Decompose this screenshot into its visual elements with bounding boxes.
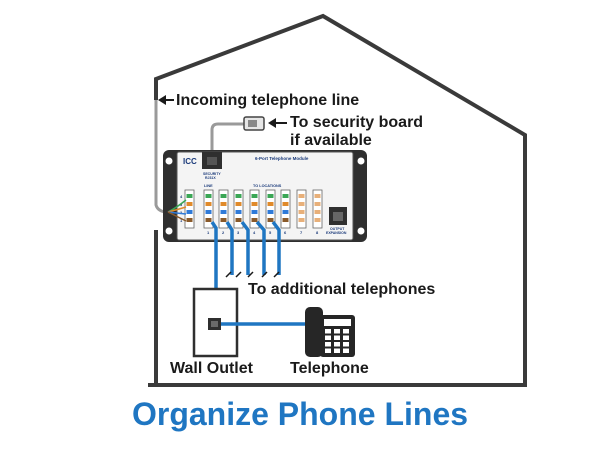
cable-break-marks <box>225 271 280 278</box>
security-jack-label: RJ31X <box>205 176 216 180</box>
cable-to-additional <box>255 220 266 275</box>
keypad-key <box>325 329 331 334</box>
port-terminal-block <box>280 189 291 229</box>
line-number: 4 <box>180 194 183 199</box>
telephone-icon <box>305 307 355 357</box>
mount-hole <box>357 227 365 235</box>
port-terminal-block <box>312 189 323 229</box>
cable-to-additional <box>225 221 234 275</box>
security-board-label-line1: To security board <box>290 114 424 131</box>
output-label: EXPANSION <box>326 231 347 235</box>
port-number: 1 <box>207 230 210 235</box>
arrow-left-icon <box>268 118 287 128</box>
port-number: 3 <box>237 230 240 235</box>
telephone-label: Telephone <box>290 360 369 377</box>
keypad-key <box>325 348 331 353</box>
line-number: 2 <box>180 210 183 215</box>
rj45-plug-icon <box>243 116 265 131</box>
cable-to-additional <box>271 220 281 275</box>
security-jack-label: SECURITY <box>203 172 221 176</box>
cable-to-outlet <box>210 221 218 289</box>
incoming-colored-wires <box>167 199 187 222</box>
port-terminal-block <box>203 189 214 229</box>
wall-jack-icon <box>208 318 221 330</box>
blue-cables <box>210 220 281 289</box>
module-brand: ICC <box>183 157 197 166</box>
port-terminal-block <box>218 189 229 229</box>
keypad-key <box>343 335 349 340</box>
keypad-key <box>325 342 331 347</box>
port-number: 6 <box>284 230 287 235</box>
port-terminal-block <box>233 189 244 229</box>
line-terminal-block <box>184 189 195 229</box>
mount-hole <box>165 227 173 235</box>
port-number: 4 <box>253 230 256 235</box>
line-number-labels: 4 3 2 1 <box>180 194 183 223</box>
additional-phones-label: To additional telephones <box>248 281 436 298</box>
terminal-blocks <box>184 189 323 229</box>
keypad-key <box>334 348 340 353</box>
keypad-key <box>334 335 340 340</box>
port-number: 7 <box>300 230 303 235</box>
security-board-wire <box>210 122 244 152</box>
arrow-left-icon <box>158 95 174 105</box>
port-number-labels: 1 2 3 4 5 6 7 8 <box>207 230 319 235</box>
port-number: 5 <box>269 230 272 235</box>
wall-outlet-label: Wall Outlet <box>170 360 253 377</box>
security-board-label-line2: if available <box>290 132 372 149</box>
port-number: 2 <box>222 230 225 235</box>
keypad-key <box>334 329 340 334</box>
line-number: 1 <box>180 218 183 223</box>
mount-hole <box>165 157 173 165</box>
keypad-key <box>334 342 340 347</box>
port-terminal-block <box>249 189 260 229</box>
line-label: LINE <box>204 184 213 188</box>
keypad-key <box>343 348 349 353</box>
incoming-line-label: Incoming telephone line <box>176 92 360 109</box>
security-board-label: To security board if available <box>290 114 423 150</box>
keypad-key <box>343 329 349 334</box>
port-number: 8 <box>316 230 319 235</box>
page-title: Organize Phone Lines <box>131 396 469 432</box>
keypad-key <box>325 335 331 340</box>
mount-hole <box>357 157 365 165</box>
port-terminal-block <box>265 189 276 229</box>
port-terminal-block <box>296 189 307 229</box>
module-title: 6-Port Telephone Module <box>255 156 309 161</box>
output-label: OUTPUT <box>330 227 345 231</box>
line-number: 3 <box>180 202 183 207</box>
cable-to-additional <box>240 220 250 275</box>
to-locations-label: TO LOCATIONS <box>253 184 282 188</box>
keypad-key <box>343 342 349 347</box>
house-outline <box>148 13 527 387</box>
